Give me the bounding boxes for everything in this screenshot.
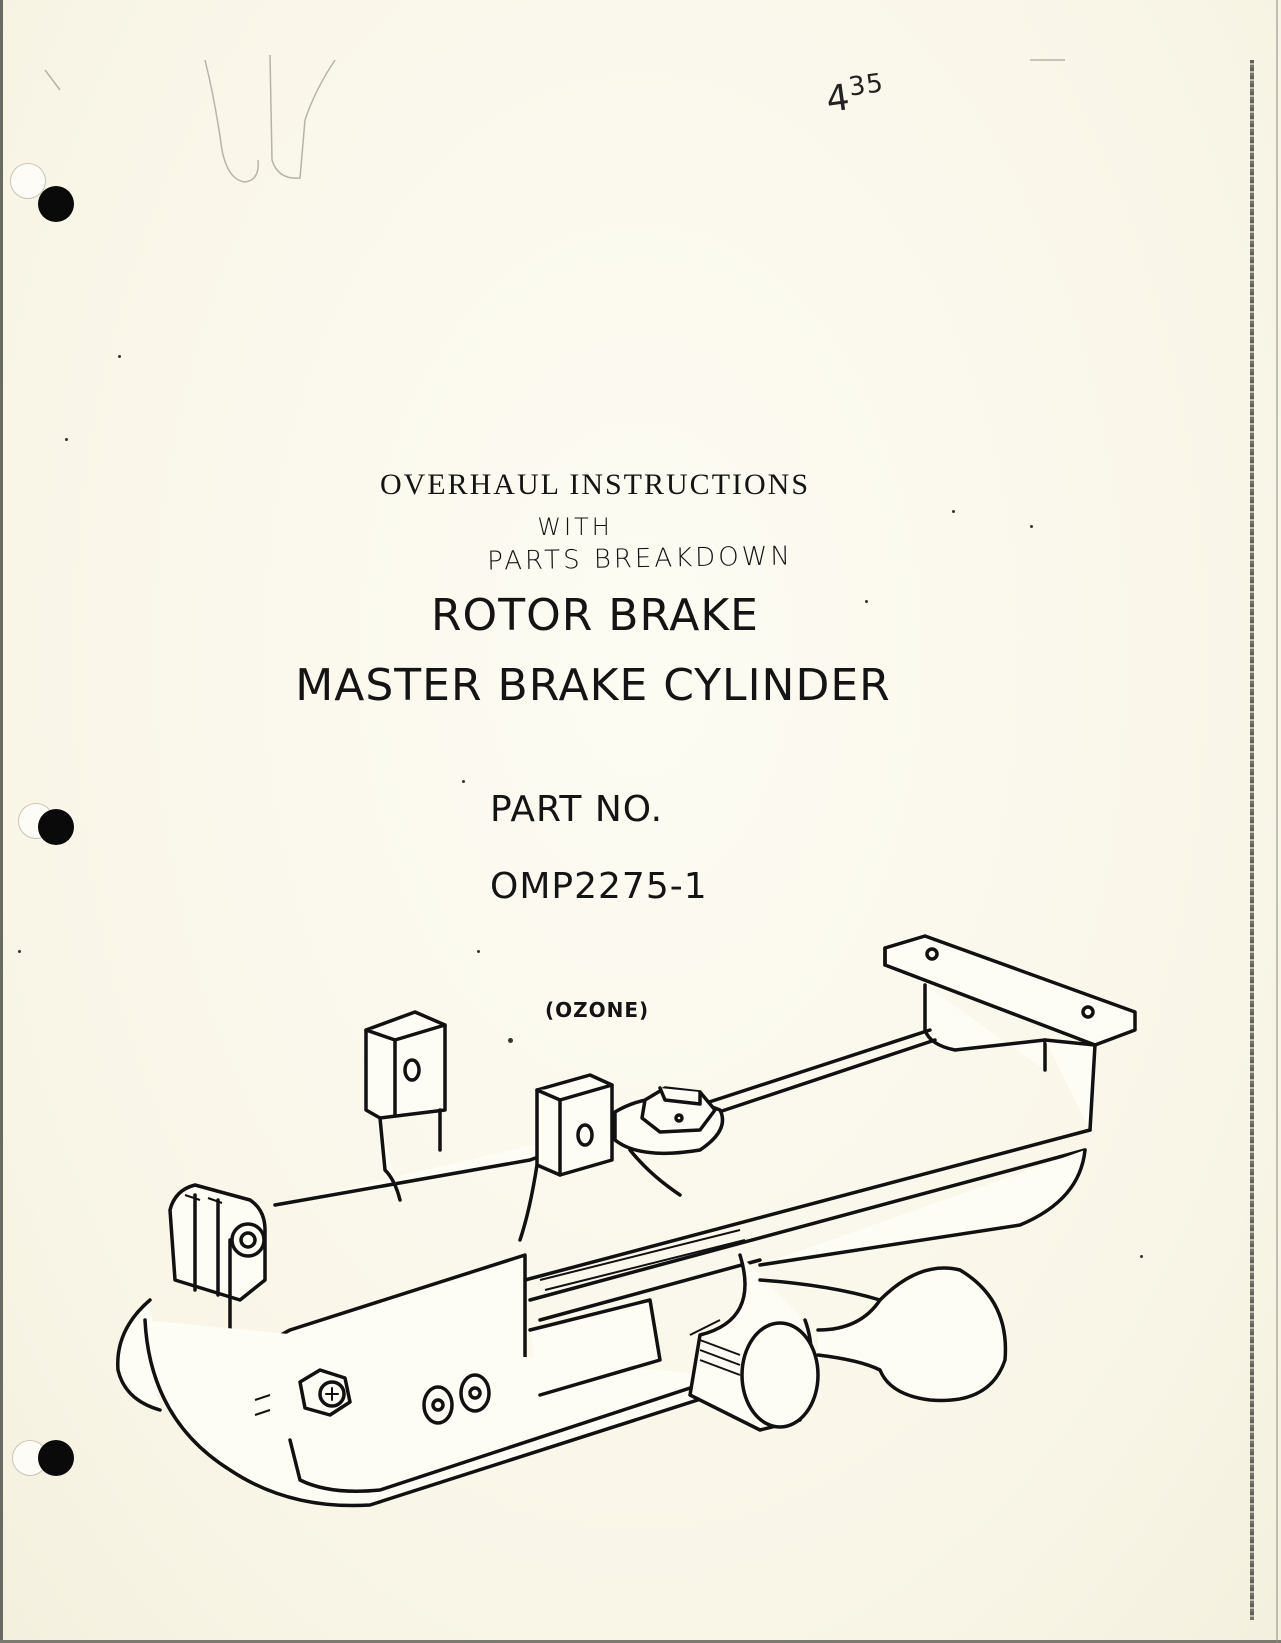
binder-hole-ghost bbox=[18, 803, 54, 839]
scan-edge-left bbox=[0, 0, 3, 1643]
scan-speck bbox=[952, 510, 955, 513]
binder-hole-middle bbox=[38, 809, 74, 845]
binder-hole-ghost bbox=[10, 163, 46, 199]
title-rotor-brake: ROTOR BRAKE bbox=[430, 590, 759, 641]
scan-speck bbox=[865, 600, 868, 603]
part-number-label: PART NO. bbox=[490, 789, 664, 830]
scan-edge-bottom bbox=[0, 1640, 1281, 1643]
scan-speck bbox=[1030, 525, 1033, 528]
title-parts-breakdown: PARTS BREAKDOWN bbox=[486, 541, 794, 577]
scan-speck bbox=[508, 1038, 513, 1043]
manufacturer-note: (OZONE) bbox=[545, 998, 650, 1022]
handwritten-number-superscript: 35 bbox=[846, 68, 886, 103]
scan-speck bbox=[477, 950, 480, 953]
scan-speck bbox=[462, 780, 465, 783]
handwritten-page-number: 435 bbox=[823, 68, 888, 121]
title-with: WITH bbox=[537, 513, 613, 541]
binder-hole-top bbox=[38, 186, 74, 222]
scan-speck bbox=[1140, 1255, 1143, 1258]
scan-speck bbox=[18, 950, 21, 953]
scan-edge-right-line bbox=[1276, 0, 1278, 1643]
title-overhaul-instructions: OVERHAUL INSTRUCTIONS bbox=[379, 468, 811, 501]
scan-speck bbox=[118, 355, 121, 358]
binder-hole-bottom bbox=[38, 1440, 74, 1476]
scan-speck bbox=[65, 438, 68, 441]
title-master-brake-cylinder: MASTER BRAKE CYLINDER bbox=[295, 660, 891, 711]
scan-edge-right bbox=[1250, 60, 1254, 1620]
part-number-value: OMP2275-1 bbox=[490, 866, 708, 907]
